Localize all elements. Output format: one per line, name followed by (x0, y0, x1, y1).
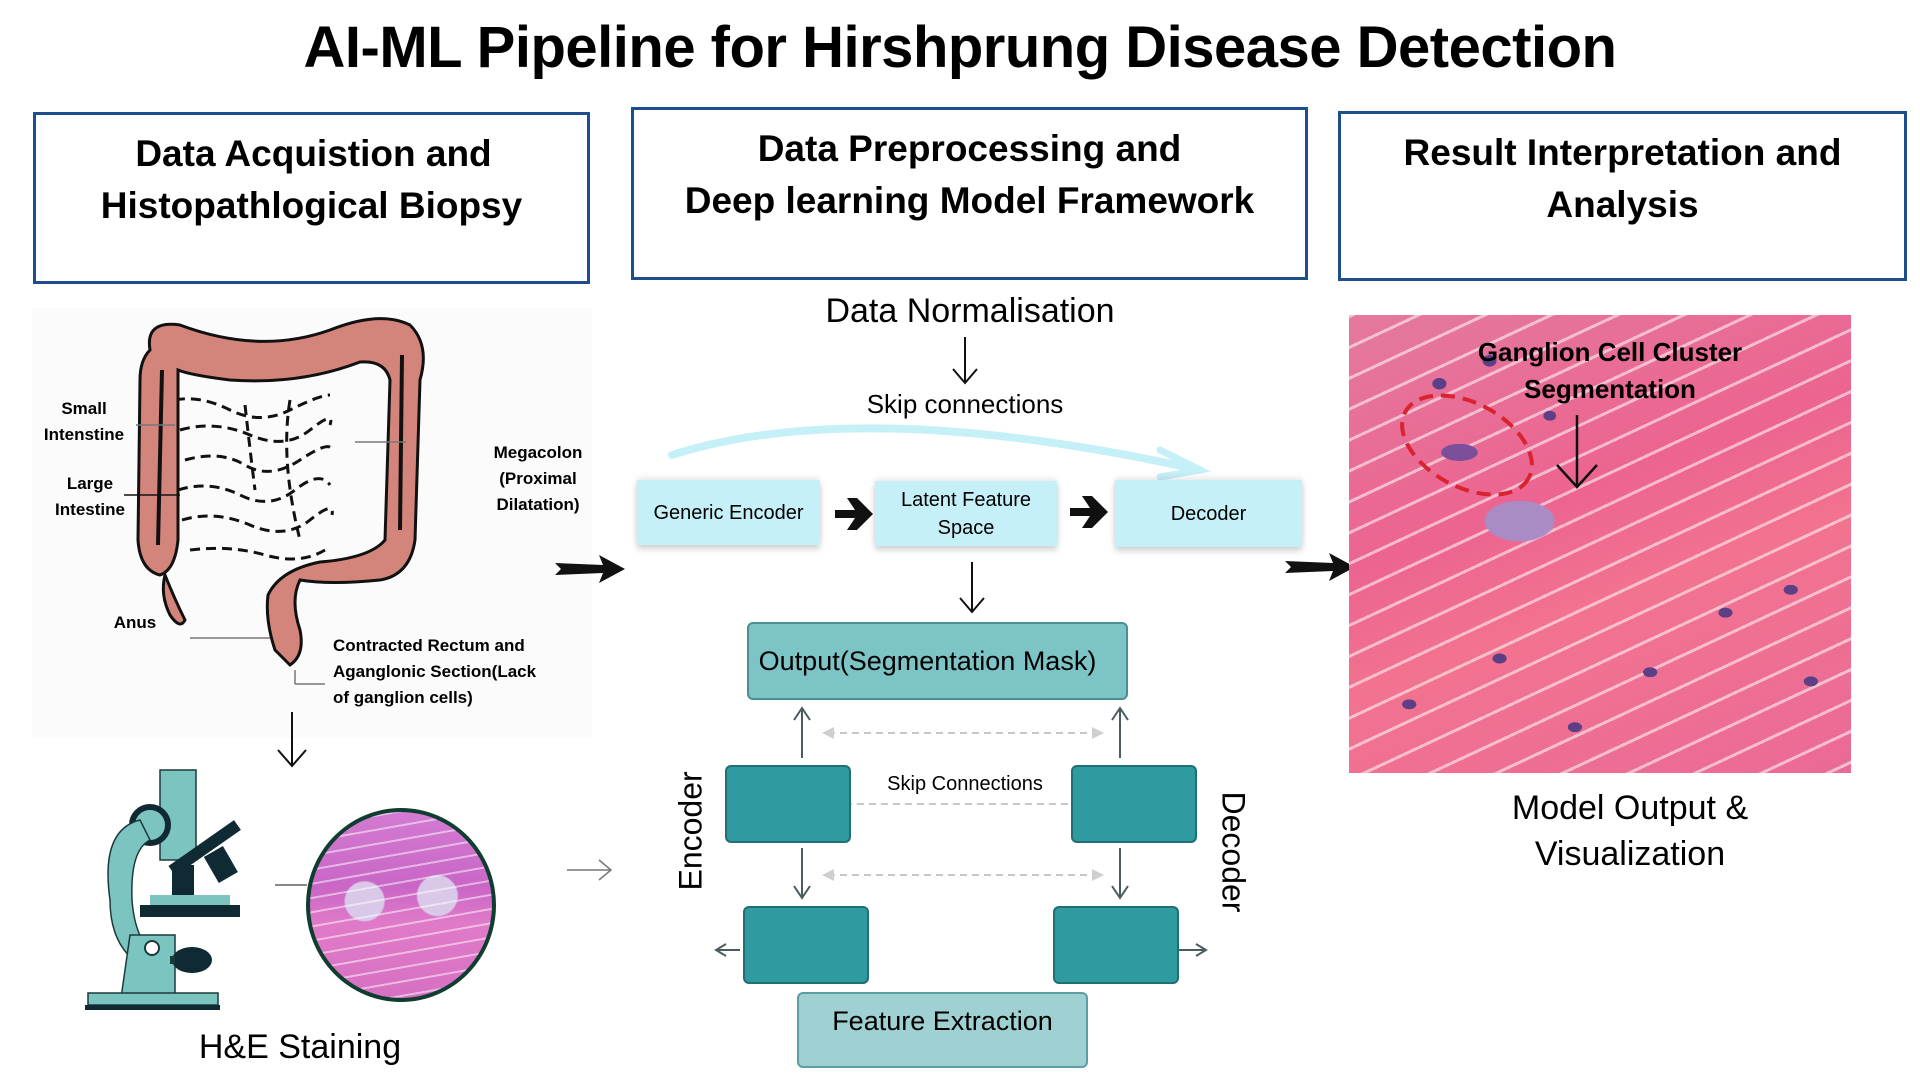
down-arrow-icon (959, 562, 985, 614)
stage-title-line1: Data Preprocessing and (757, 127, 1182, 169)
label-small-intestine: Small Intenstine (32, 396, 136, 448)
stage-title-line2: Histopathlogical Biopsy (100, 185, 523, 226)
large-intestine (136, 317, 425, 667)
label-line: of ganglion cells) (333, 688, 473, 707)
box-label: Decoder (1170, 502, 1247, 525)
decoder-block-upper (1071, 765, 1197, 843)
colon-illustration (124, 317, 425, 685)
label-line: (Proximal (499, 469, 577, 488)
box-label: Output(Segmentation Mask) (758, 645, 1097, 676)
label-line: Large (66, 474, 114, 493)
segmentation-outline (1400, 393, 1598, 497)
flow-arrow-icon (555, 555, 625, 583)
encoder-side-label: Encoder (672, 771, 709, 891)
label-line: Dilatation) (496, 495, 580, 514)
decoder-block-lower (1053, 906, 1179, 984)
box-label: Feature Extraction (832, 1006, 1053, 1036)
data-normalisation-label: Data Normalisation (825, 292, 1115, 330)
feature-extraction-box: Feature Extraction (797, 992, 1088, 1068)
right-arrow-icon (567, 859, 613, 881)
caption-line: Model Output & (1511, 789, 1749, 827)
skip-connections-mid-label: Skip Connections (887, 773, 1043, 795)
box-label: Space (937, 516, 995, 539)
stage-box-data-acquisition: Data Acquistion and Histopathlogical Bio… (33, 112, 590, 284)
he-stained-tissue-image (306, 808, 496, 1002)
stage-title-line2: Analysis (1546, 184, 1699, 225)
segmentation-result-image (1349, 315, 1851, 773)
box-label: Generic Encoder (653, 501, 804, 524)
annotation-line: Segmentation (1524, 374, 1696, 404)
unet-connectors (714, 706, 1208, 957)
annotation-line: Ganglion Cell Cluster (1477, 337, 1743, 367)
output-segmentation-mask-box: Output(Segmentation Mask) (747, 622, 1128, 700)
stage-title-line1: Result Interpretation and (1403, 132, 1842, 173)
label-anus: Anus (113, 613, 157, 632)
diagram-title: AI-ML Pipeline for Hirshprung Disease De… (303, 15, 1617, 80)
down-arrow-icon (277, 712, 307, 768)
latent-feature-space-box: Latent Feature Space (875, 481, 1057, 546)
down-arrow-icon (952, 337, 978, 385)
decoder-box: Decoder (1115, 480, 1302, 547)
label-line: Contracted Rectum and (333, 636, 525, 655)
label-large-intestine: Large Intestine (40, 471, 140, 523)
label-line: Intestine (55, 500, 125, 519)
label-line: Aganglonic Section(Lack (333, 662, 537, 681)
stage-box-model-framework: Data Preprocessing and Deep learning Mod… (631, 107, 1308, 280)
model-output-caption: Model Output & Visualization (1460, 785, 1800, 877)
bold-arrow-icon (835, 498, 873, 530)
flow-arrow-icon (1285, 553, 1355, 581)
decoder-side-label: Decoder (1215, 791, 1252, 913)
stage-box-result-analysis: Result Interpretation and Analysis (1338, 111, 1907, 281)
stage-title-line2: Deep learning Model Framework (684, 179, 1255, 221)
label-megacolon: Megacolon (Proximal Dilatation) (480, 440, 596, 518)
box-label: Latent Feature (900, 488, 1032, 511)
connector-line (275, 884, 307, 886)
caption-line: Visualization (1534, 835, 1726, 873)
ganglion-annotation: Ganglion Cell Cluster Segmentation (1440, 334, 1780, 408)
skip-connection-curve (668, 424, 1212, 481)
encoder-block-lower (743, 906, 869, 984)
label-line: Small (61, 399, 107, 418)
he-staining-caption: H&E Staining (198, 1028, 402, 1066)
colon-illustration-panel (32, 308, 592, 738)
small-intestine-loops (174, 393, 334, 561)
generic-encoder-box: Generic Encoder (637, 480, 820, 545)
encoder-block-upper (725, 765, 851, 843)
label-contracted-rectum: Contracted Rectum and Aganglonic Section… (333, 633, 593, 711)
microscope-icon (85, 769, 241, 1010)
bold-arrow-icon (1070, 496, 1108, 528)
skip-connections-label: Skip connections (866, 389, 1064, 419)
stage-title-line1: Data Acquistion and (135, 133, 492, 174)
label-line: Megacolon (493, 443, 583, 462)
label-line: Intenstine (43, 425, 125, 444)
